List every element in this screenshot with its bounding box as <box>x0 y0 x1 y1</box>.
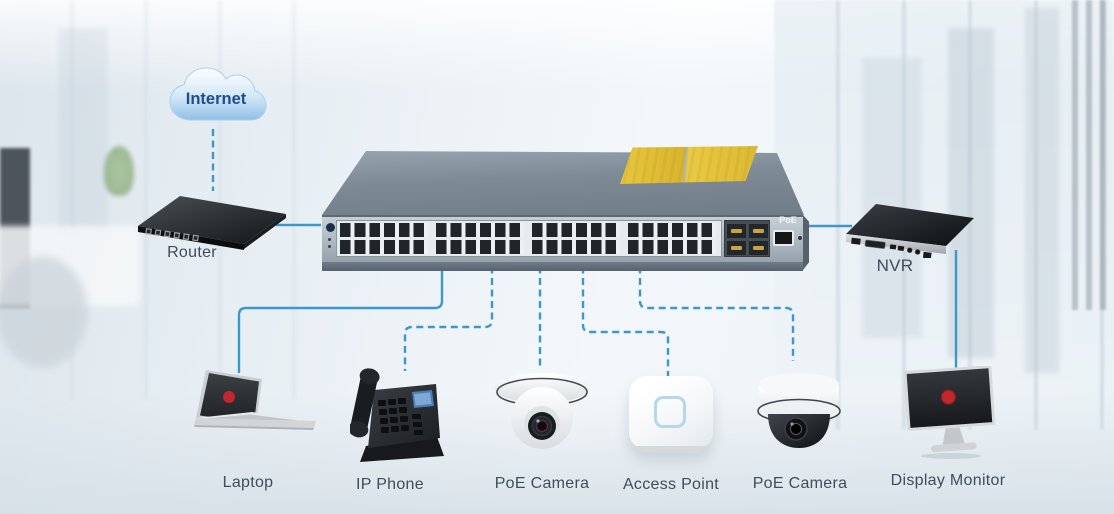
poe-camera-right-label: PoE Camera <box>752 475 848 492</box>
sfp-port <box>727 224 746 238</box>
router-device <box>132 188 290 257</box>
poe-camera-left-device <box>490 366 594 465</box>
laptop-screen-logo <box>223 391 235 403</box>
access-point-label: Access Point <box>622 476 720 493</box>
display-monitor-label: Display Monitor <box>890 472 1006 489</box>
access-point-body <box>629 376 713 453</box>
laptop-label: Laptop <box>222 474 274 491</box>
port-group-2 <box>436 223 524 254</box>
office-chair <box>0 256 88 368</box>
port-row <box>532 223 620 237</box>
display-monitor-device <box>902 365 1000 469</box>
router-ports <box>145 228 199 242</box>
laptop-device <box>190 366 320 455</box>
switch-side-face <box>803 215 809 270</box>
nvr-label: NVR <box>876 256 914 275</box>
link-switch-laptop <box>237 255 444 373</box>
city-building <box>948 28 994 358</box>
reset-hole <box>798 236 802 240</box>
sfp-port <box>727 241 746 255</box>
rj45-port-block <box>336 220 722 257</box>
link-switch-access-point <box>581 255 670 376</box>
port-row <box>340 240 428 254</box>
internet-label: Internet <box>185 90 247 108</box>
port-group-3 <box>532 223 620 254</box>
wall-screen <box>0 148 30 308</box>
office-desk <box>0 226 140 306</box>
sfp-port <box>749 224 768 238</box>
window-blinds <box>1072 0 1114 310</box>
console-port <box>773 230 794 246</box>
port-row <box>436 223 524 237</box>
switch-yellow-sticker <box>620 146 758 184</box>
status-led <box>328 245 331 248</box>
port-row <box>628 240 716 254</box>
router-label: Router <box>167 244 217 261</box>
ip-phone-label: IP Phone <box>356 476 424 493</box>
access-point-device <box>629 376 713 453</box>
poe-badge: PoE <box>779 215 797 225</box>
city-building <box>1025 8 1059 373</box>
port-row <box>340 223 428 237</box>
port-row <box>628 223 716 237</box>
office-plant <box>104 146 134 196</box>
sfp-port-block <box>724 220 770 257</box>
city-building <box>58 28 108 238</box>
poe-switch-device: PoE <box>320 146 809 272</box>
port-row <box>436 240 524 254</box>
poe-camera-left-label: PoE Camera <box>494 475 590 492</box>
nvr-device <box>842 194 976 263</box>
status-led <box>328 238 331 241</box>
switch-bottom-edge <box>322 262 803 271</box>
poe-camera-right-device <box>746 366 852 467</box>
port-group-1 <box>340 223 428 254</box>
link-switch-ip-phone <box>403 255 494 371</box>
ip-phone-device <box>348 360 448 471</box>
fs-logo-badge <box>326 223 335 232</box>
sfp-port <box>749 241 768 255</box>
port-row <box>532 240 620 254</box>
access-point-ring <box>654 396 686 428</box>
port-group-4 <box>628 223 716 254</box>
